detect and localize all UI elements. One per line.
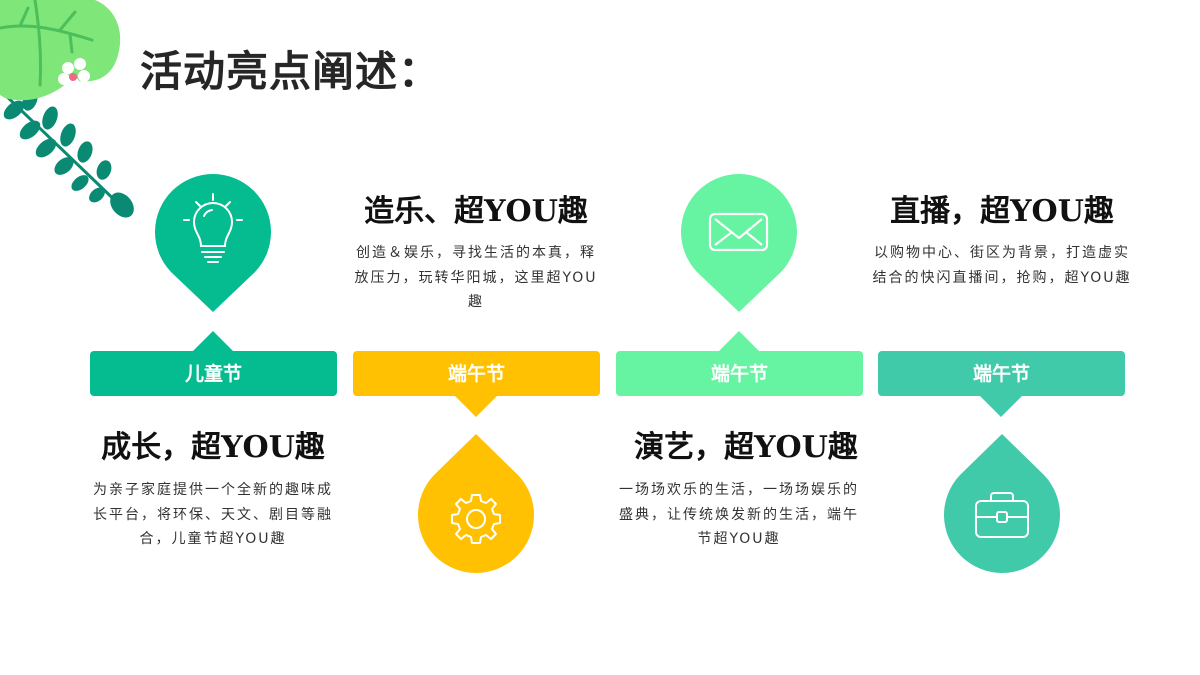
map-pin-marker bbox=[681, 174, 797, 312]
pointer-triangle bbox=[718, 331, 760, 352]
item-heading: 成长，超YOU趣 bbox=[101, 430, 325, 465]
banner-dragon-boat-2: 端午节 bbox=[616, 331, 863, 396]
item-description: 以购物中心、街区为背景，打造虚实结合的快闪直播间，抢购，超YOU趣 bbox=[872, 245, 1132, 286]
pointer-triangle bbox=[980, 396, 1022, 417]
pointer-triangle bbox=[192, 331, 234, 352]
banner-label: 儿童节 bbox=[184, 363, 242, 385]
banner-label: 端午节 bbox=[710, 363, 768, 385]
drop-marker bbox=[418, 434, 534, 573]
item-heading: 直播，超YOU趣 bbox=[890, 194, 1114, 229]
pointer-triangle bbox=[455, 396, 497, 417]
lightbulb-icon bbox=[183, 193, 243, 263]
gear-icon bbox=[451, 494, 501, 544]
map-pin-marker bbox=[155, 174, 271, 312]
banner-dragon-boat-1: 端午节 bbox=[353, 351, 600, 417]
item-heading: 演艺，超YOU趣 bbox=[634, 430, 858, 465]
drop-marker bbox=[944, 434, 1060, 573]
item-description: 创造＆娱乐，寻找生活的本真，释放压力，玩转华阳城，这里超YOU趣 bbox=[354, 245, 598, 310]
briefcase-icon bbox=[975, 492, 1029, 538]
item-heading: 造乐、超YOU趣 bbox=[364, 194, 588, 229]
leaf-decoration bbox=[0, 0, 134, 218]
item-description: 为亲子家庭提供一个全新的趣味成长平台，将环保、天文、剧目等融合，儿童节超YOU趣 bbox=[93, 482, 333, 547]
page-title: 活动亮点阐述： bbox=[140, 47, 442, 96]
banner-label: 端午节 bbox=[447, 363, 505, 385]
banner-label: 端午节 bbox=[972, 363, 1030, 385]
banner-children-day: 儿童节 bbox=[90, 331, 337, 396]
banner-dragon-boat-3: 端午节 bbox=[878, 351, 1125, 417]
item-description: 一场场欢乐的生活，一场场娱乐的盛典，让传统焕发新的生活，端午节超YOU趣 bbox=[619, 482, 859, 547]
envelope-icon bbox=[708, 212, 769, 252]
